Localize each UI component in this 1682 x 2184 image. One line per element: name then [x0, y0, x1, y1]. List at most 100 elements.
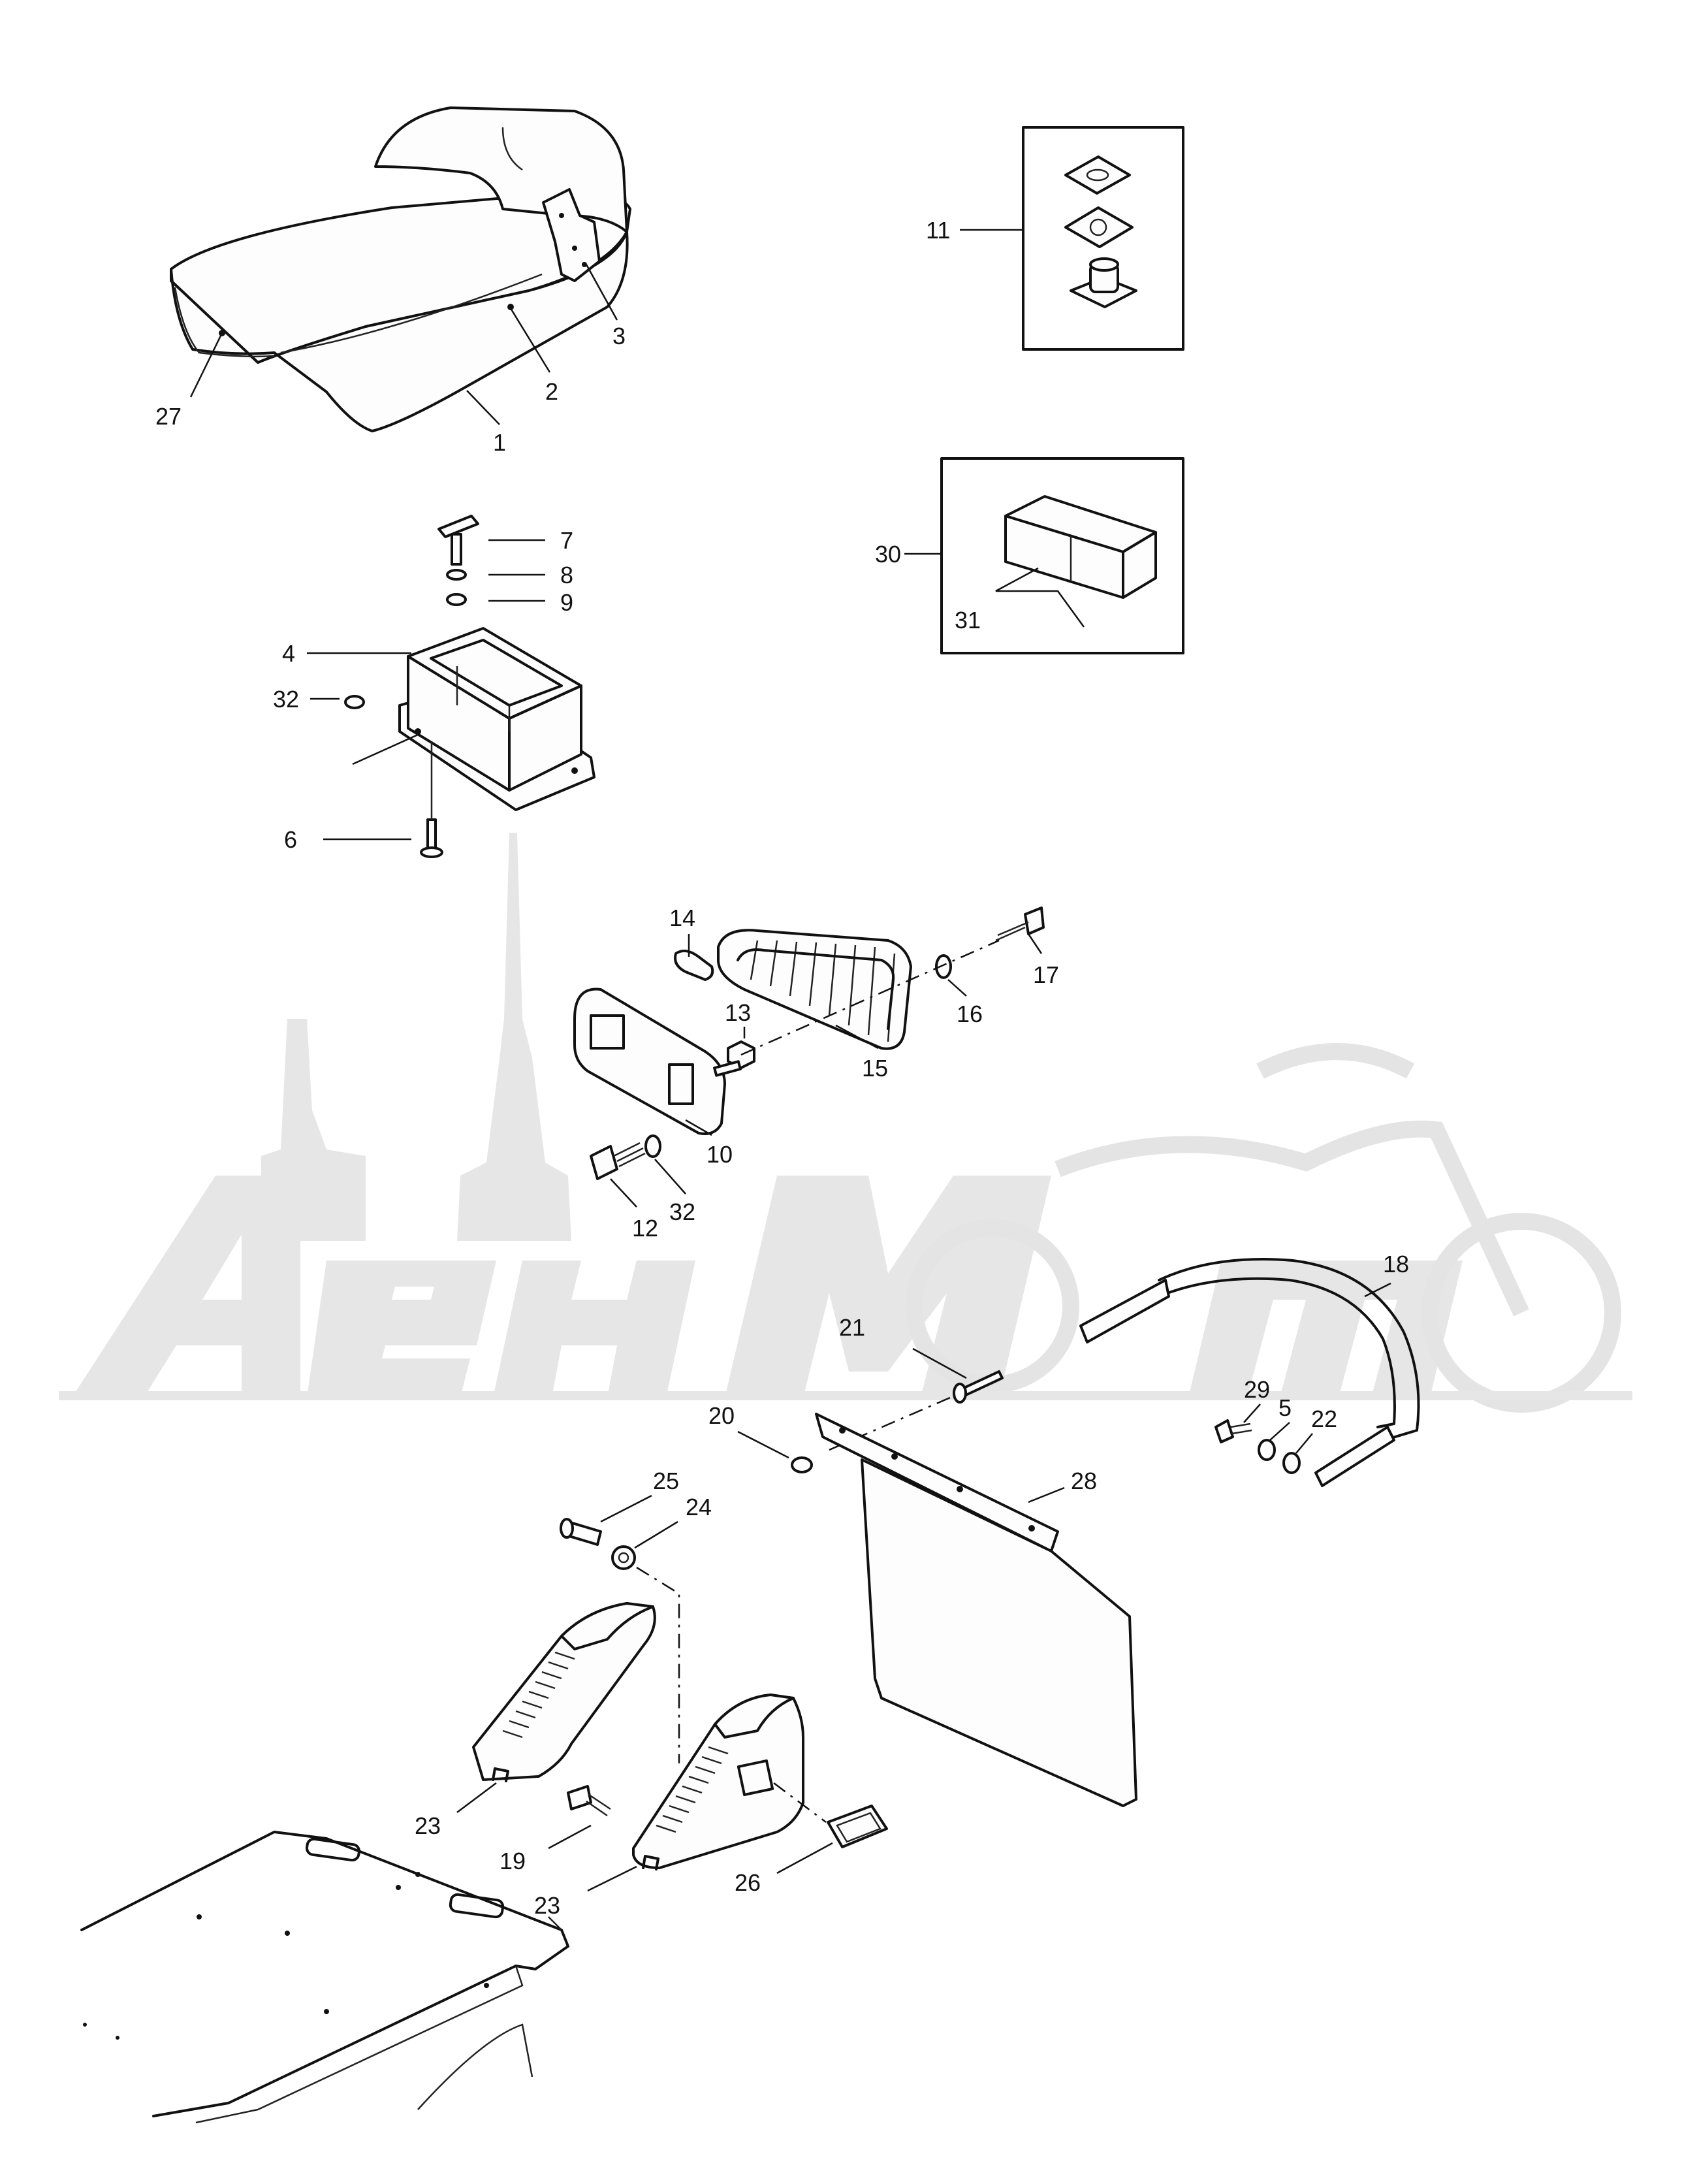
- washer-5: [791, 1456, 813, 1473]
- leader-16: [947, 979, 967, 997]
- callout-10: 10: [706, 1141, 733, 1168]
- callout-6: 6: [284, 826, 297, 853]
- seat-assembly: [170, 106, 631, 432]
- tail-light-socket: [590, 1014, 625, 1050]
- callout-24: 24: [686, 1494, 712, 1520]
- callout-20: 22: [1311, 1405, 1337, 1432]
- callout-21: 5: [1278, 1394, 1292, 1421]
- watermark: [59, 833, 1632, 1413]
- callout-29: 21: [839, 1314, 865, 1341]
- callout-4: 4: [282, 640, 295, 667]
- backrest-seam: [501, 127, 523, 171]
- leader-28: [1028, 1486, 1065, 1503]
- rivet-29-head: [953, 1383, 967, 1404]
- watermark-wheel-front: [906, 1219, 1079, 1393]
- t-knob: [437, 515, 479, 538]
- grab-handle-bracket-lower: [1314, 1426, 1395, 1487]
- callout-32-upper: 32: [273, 686, 299, 713]
- watermark-bike-seat: [1256, 1043, 1415, 1079]
- leader-2: [509, 308, 551, 373]
- washer-8: [446, 569, 467, 581]
- callout-27: 27: [155, 403, 182, 430]
- callout-2: 2: [545, 378, 558, 405]
- t-knob-shaft: [451, 533, 462, 566]
- box-mount-hole: [415, 728, 421, 735]
- callout-13: 13: [725, 999, 751, 1026]
- mud-flap-hole: [1028, 1525, 1035, 1532]
- callout-3: 3: [612, 323, 626, 349]
- watermark-letter-m2: [1188, 1261, 1463, 1398]
- callout-23-lower: 23: [534, 1892, 560, 1919]
- seat-hinge-plate: [542, 188, 601, 282]
- bolt-6-head: [420, 846, 443, 858]
- mud-flap-hole: [839, 1427, 846, 1434]
- guard-23-right: [632, 1694, 804, 1871]
- kit-11-gasket-hole: [1086, 169, 1109, 182]
- callout-9: 9: [560, 589, 573, 616]
- watermark-wheel-rear: [1421, 1213, 1621, 1413]
- tail-light-assembly: [573, 907, 1045, 1180]
- callout-7: 7: [560, 527, 573, 554]
- watermark-letter-a: [72, 1176, 300, 1398]
- chassis-hole: [484, 1983, 489, 1988]
- watermark-letter-e: [307, 1261, 496, 1398]
- leader-32-bracket: [352, 733, 430, 765]
- guard-left-body: [472, 1602, 656, 1781]
- washer-32-upper: [344, 695, 365, 709]
- chassis-hole: [396, 1885, 401, 1890]
- leader-17: [1027, 933, 1043, 954]
- leader-24: [634, 1520, 678, 1549]
- watermark-letter-m: [725, 1176, 1051, 1398]
- callout-22: 29: [1244, 1376, 1270, 1403]
- mud-flap: [815, 1413, 1137, 1807]
- leader-19: [548, 1824, 592, 1850]
- callout-1: 1: [493, 429, 506, 456]
- chassis-lower-edge: [195, 1965, 524, 2124]
- watermark-bike-frame: [1055, 1120, 1529, 1317]
- leader-10: [685, 1119, 712, 1136]
- chassis-hole: [415, 1872, 420, 1877]
- bolt-12-thread: [613, 1142, 646, 1168]
- chassis-hole: [197, 1914, 202, 1919]
- guard-right-top: [714, 1694, 795, 1739]
- axis-guard: [636, 1566, 680, 1763]
- callout-15: 15: [862, 1055, 888, 1082]
- chassis-top-edge: [80, 1831, 569, 1948]
- bolt-6-shaft: [426, 818, 437, 852]
- bolt-25-head: [560, 1518, 574, 1539]
- kit-30-frame: [940, 457, 1184, 654]
- guard-right-notch: [642, 1855, 659, 1871]
- leader-20: [1295, 1433, 1313, 1454]
- tail-light-window: [668, 1063, 694, 1105]
- leader-23-upper: [456, 1782, 497, 1813]
- leader-27: [189, 332, 223, 398]
- washer-32-lower: [644, 1134, 661, 1158]
- bulb-14: [674, 950, 714, 981]
- lens-ribs: [750, 940, 896, 1042]
- seat-base: [170, 231, 629, 432]
- callout-14: 14: [669, 905, 695, 931]
- chassis-rear-edge: [548, 1916, 562, 1931]
- guard-left-notch: [492, 1767, 509, 1782]
- kit-11-switch-cap: [1089, 257, 1119, 272]
- watermark-spire: [457, 833, 571, 1241]
- grab-handle-tube-outer: [1158, 1258, 1420, 1441]
- lock-washer-24: [611, 1545, 636, 1570]
- hinge-rivet: [572, 246, 577, 251]
- callout-23-upper: 23: [415, 1812, 441, 1839]
- bolt-22-head: [1214, 1419, 1234, 1443]
- mud-flap-hole: [891, 1453, 898, 1460]
- chassis-hole: [324, 2009, 329, 2014]
- screw-19-thread: [586, 1793, 611, 1817]
- guard-left-top: [560, 1602, 654, 1650]
- leader-22: [1243, 1404, 1261, 1423]
- washer-20: [1282, 1452, 1301, 1474]
- housing-stud: [713, 1060, 742, 1077]
- storage-box: [398, 627, 595, 811]
- bolt-12-head: [590, 1145, 618, 1180]
- chassis-hole: [83, 2023, 87, 2027]
- kit-11-frame: [1022, 126, 1184, 351]
- callout-16: 16: [957, 1001, 983, 1027]
- axis-reflector: [773, 1782, 827, 1823]
- callout-32-lower: 32: [669, 1198, 695, 1225]
